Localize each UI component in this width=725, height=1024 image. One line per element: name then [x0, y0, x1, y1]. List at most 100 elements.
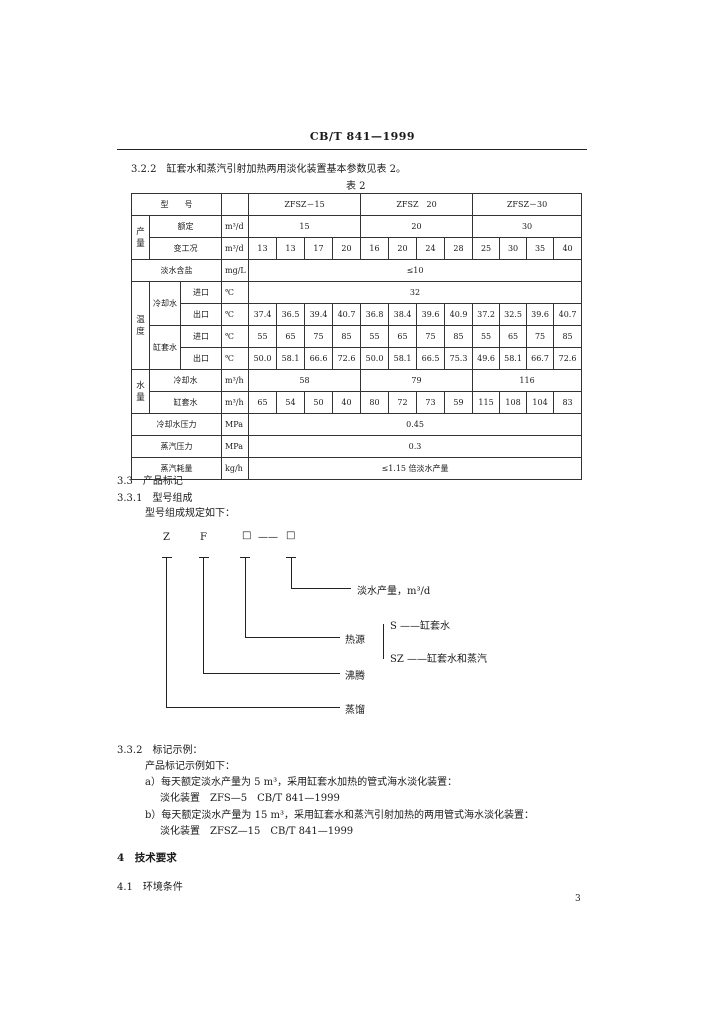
table-row: 出口 ℃ 37.4 36.5 39.4 40.7 36.8 38.4 39.6 … — [132, 303, 583, 326]
table-cell: 55 — [472, 325, 501, 348]
table-cell: 20 — [388, 237, 418, 260]
group-label-water: 水量 — [131, 369, 150, 414]
diagram-line-z — [166, 707, 340, 708]
table-cell: 65 — [248, 391, 277, 414]
diagram-line-f — [203, 557, 204, 674]
table-row: 淡水含盐 mg/L ≤10 — [131, 259, 583, 282]
table-row: 蒸汽耗量 kg/h ≤1.15 倍淡水产量 — [131, 457, 583, 480]
row-label: 变工况 — [149, 237, 222, 260]
group-label-text: 温度 — [136, 314, 145, 337]
table-cell: 38.4 — [388, 303, 418, 326]
diagram-label-sz: SZ ——缸套水和蒸汽 — [390, 654, 487, 665]
row-label: 蒸汽压力 — [131, 435, 222, 458]
table-cell: 80 — [360, 391, 390, 414]
table-cell: 40.9 — [444, 303, 474, 326]
table-cell: 30 — [499, 237, 528, 260]
table-cell: 35 — [526, 237, 555, 260]
row-label: 进口 — [180, 281, 222, 304]
table-cell: 15 — [247, 215, 362, 238]
row-label: 冷却水压力 — [131, 413, 222, 436]
table-cell: 40 — [553, 237, 583, 260]
diagram-label-s: S ——缸套水 — [390, 621, 451, 632]
table-cell: 24 — [416, 237, 446, 260]
diagram-line-heat — [245, 637, 340, 638]
table-header-type: 型 号 — [131, 193, 222, 216]
row-label: 淡水含盐 — [131, 259, 222, 282]
diagram-line-z — [166, 557, 167, 708]
table-cell: 59 — [444, 391, 474, 414]
row-label: 缸套水 — [149, 391, 222, 414]
table-cell: 115 — [472, 391, 501, 414]
table-cell: 30 — [472, 215, 583, 238]
table-header-model: ZFSZ－30 — [472, 193, 583, 216]
table-header-model: ZFSZ 20 — [360, 193, 474, 216]
diagram-dash: —— — [258, 532, 278, 543]
table-row: 水量 冷却水 m³/h 58 79 116 — [131, 369, 583, 414]
table-cell: 65 — [388, 325, 418, 348]
table-cell: 72.6 — [553, 347, 583, 370]
table-row: 产量 额定 m³/d 15 20 30 — [131, 215, 583, 260]
table-cell: 66.7 — [526, 347, 555, 370]
table-cell: 75 — [416, 325, 446, 348]
table-cell: 116 — [472, 369, 583, 392]
row-label: 出口 — [180, 347, 222, 370]
table-cell: 37.2 — [472, 303, 501, 326]
unit-cell: MPa — [221, 435, 249, 458]
sub-label-jacket: 缸套水 — [149, 325, 181, 370]
table-cell: 25 — [472, 237, 501, 260]
group-label-output: 产量 — [131, 215, 150, 260]
diagram-code-f: F — [200, 532, 207, 543]
table-title: 表 2 — [346, 181, 366, 192]
diagram-line-output — [291, 588, 351, 589]
table-row: 蒸汽压力 MPa 0.3 — [131, 435, 583, 458]
header-rule — [117, 149, 587, 150]
table-cell: 104 — [526, 391, 555, 414]
sub-label-cooling: 冷却水 — [149, 281, 181, 326]
table-cell: 36.8 — [360, 303, 390, 326]
unit-cell: mg/L — [221, 259, 249, 282]
example-a-mark: 淡化装置 ZFS—5 CB/T 841—1999 — [160, 793, 340, 804]
table-cell: 79 — [360, 369, 474, 392]
table-cell: 58.1 — [499, 347, 528, 370]
table-row: 缸套水 进口 ℃ 55 65 75 85 55 65 75 85 55 65 7… — [132, 325, 583, 370]
parameter-table: 型 号 ZFSZ－15 ZFSZ 20 ZFSZ－30 产量 额定 m³/d 1… — [131, 193, 583, 480]
table-cell: 58.1 — [388, 347, 418, 370]
diagram-tick — [162, 557, 172, 558]
table-cell: 40.7 — [331, 303, 362, 326]
unit-cell: ℃ — [221, 325, 249, 348]
table-cell: 75 — [526, 325, 555, 348]
table-cell: 75.3 — [444, 347, 474, 370]
unit-cell: MPa — [221, 413, 249, 436]
section-3-3-2-heading: 3.3.2 标记示例： — [117, 745, 203, 756]
diagram-tick — [199, 557, 209, 558]
table-header-model: ZFSZ－15 — [247, 193, 362, 216]
unit-cell: m³/h — [221, 369, 249, 392]
table-cell: 13 — [248, 237, 277, 260]
diagram-code-z: Z — [163, 532, 170, 543]
group-label-temperature: 温度 — [131, 281, 150, 370]
section-3-2-2-text: 3.2.2 缸套水和蒸汽引射加热两用淡化装置基本参数见表 2。 — [131, 164, 406, 175]
table-row: 出口 ℃ 50.0 58.1 66.6 72.6 50.0 58.1 66.5 … — [132, 347, 583, 370]
section-3-3-1-heading: 3.3.1 型号组成 — [117, 493, 193, 504]
table-cell: 66.5 — [416, 347, 446, 370]
row-label: 蒸汽耗量 — [131, 457, 222, 480]
example-intro: 产品标记示例如下： — [145, 761, 235, 772]
table-cell: 72 — [388, 391, 418, 414]
table-row: 缸套水 m³/h 65 54 50 40 80 72 73 59 115 108… — [132, 391, 583, 414]
group-label-text: 水量 — [136, 380, 145, 403]
section-3-3-heading: 3.3 产品标记 — [117, 476, 183, 487]
unit-cell: kg/h — [221, 457, 249, 480]
table-cell — [221, 193, 249, 216]
table-cell: 72.6 — [331, 347, 362, 370]
table-cell: 32.5 — [499, 303, 528, 326]
diagram-box-heat: □ — [242, 530, 252, 541]
table-cell: 55 — [360, 325, 390, 348]
example-b: b）每天额定淡水产量为 15 m³，采用缸套水和蒸汽引射加热的两用管式海水淡化装… — [145, 810, 534, 821]
table-cell: ≤1.15 倍淡水产量 — [247, 457, 583, 480]
table-cell: 0.3 — [247, 435, 583, 458]
table-cell: 49.6 — [472, 347, 501, 370]
table-cell: 85 — [444, 325, 474, 348]
row-label: 进口 — [180, 325, 222, 348]
table-cell: ≤10 — [247, 259, 583, 282]
table-cell: 13 — [276, 237, 305, 260]
